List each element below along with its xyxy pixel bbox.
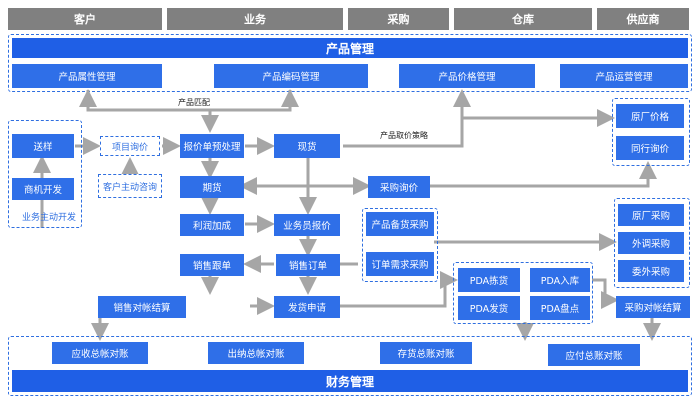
- product-ops-mgmt[interactable]: 产品运营管理: [560, 64, 688, 88]
- product-code-mgmt[interactable]: 产品编码管理: [214, 64, 368, 88]
- product-price-mgmt[interactable]: 产品价格管理: [399, 64, 535, 88]
- product-attr-mgmt[interactable]: 产品属性管理: [12, 64, 162, 88]
- pda-pick-box[interactable]: PDA拣货: [458, 268, 520, 292]
- shipping-request-box[interactable]: 发货申请: [274, 296, 340, 318]
- purchase-group: [362, 208, 438, 282]
- cashier-reconcile-box[interactable]: 出纳总帐对账: [208, 342, 304, 364]
- purchase-reconcile-box[interactable]: 采购对帐结算: [616, 296, 690, 318]
- factory-purchase-box[interactable]: 原厂采购: [618, 204, 684, 226]
- lane-purchasing: 采购: [348, 8, 449, 30]
- lane-business: 业务: [167, 8, 343, 30]
- pda-in-box[interactable]: PDA入库: [530, 268, 590, 292]
- lane-customer: 客户: [8, 8, 162, 30]
- profit-markup-box[interactable]: 利润加成: [180, 214, 244, 236]
- stock-purchase-box[interactable]: 产品备货采购: [366, 212, 434, 236]
- lane-warehouse: 仓库: [454, 8, 592, 30]
- product-mgmt-title: 产品管理: [12, 38, 688, 58]
- inventory-reconcile-box[interactable]: 存货总账对账: [380, 342, 472, 364]
- note-product-match: 产品匹配: [178, 98, 210, 107]
- product-mgmt-group: [8, 34, 692, 92]
- finance-mgmt-title: 财务管理: [12, 370, 688, 392]
- receivable-reconcile-box[interactable]: 应收总帐对账: [52, 342, 148, 364]
- spot-box[interactable]: 现货: [274, 134, 340, 158]
- payable-reconcile-box[interactable]: 应付总账对账: [548, 344, 640, 366]
- biz-dev-box[interactable]: 商机开发: [12, 178, 74, 200]
- sales-followup-box[interactable]: 销售跟单: [180, 254, 244, 276]
- customer-inquiry-box[interactable]: 客户主动咨询: [98, 174, 162, 198]
- pda-ship-box[interactable]: PDA发货: [458, 296, 520, 320]
- quote-preprocess-box[interactable]: 报价单预处理: [180, 134, 244, 158]
- purchase-inquiry-box[interactable]: 采购询价: [368, 176, 430, 198]
- note-price-strategy: 产品取价策略: [380, 131, 428, 140]
- project-inquiry-box[interactable]: 项目询价: [100, 136, 160, 156]
- futures-box[interactable]: 期货: [180, 176, 244, 198]
- finance-mgmt-group: [8, 336, 692, 396]
- sample-box[interactable]: 送样: [12, 134, 74, 158]
- active-dev-label: 业务主动开发: [22, 213, 77, 223]
- lane-supplier: 供应商: [597, 8, 689, 30]
- warehouse-group: [453, 262, 593, 324]
- supplier-purchase-group: [614, 198, 690, 288]
- pda-count-box[interactable]: PDA盘点: [530, 296, 590, 320]
- sales-quote-box[interactable]: 业务员报价: [274, 214, 340, 236]
- customer-group: [8, 120, 82, 228]
- peer-inquiry-box[interactable]: 同行询价: [616, 136, 684, 160]
- supplier-price-group: [612, 98, 690, 166]
- outsourced-purchase-box[interactable]: 委外采购: [618, 260, 684, 282]
- sales-reconcile-box[interactable]: 销售对帐结算: [98, 296, 186, 318]
- order-purchase-box[interactable]: 订单需求采购: [366, 252, 434, 276]
- transfer-purchase-box[interactable]: 外调采购: [618, 232, 684, 254]
- sales-order-box[interactable]: 销售订单: [276, 254, 340, 276]
- factory-price-box[interactable]: 原厂价格: [616, 104, 684, 128]
